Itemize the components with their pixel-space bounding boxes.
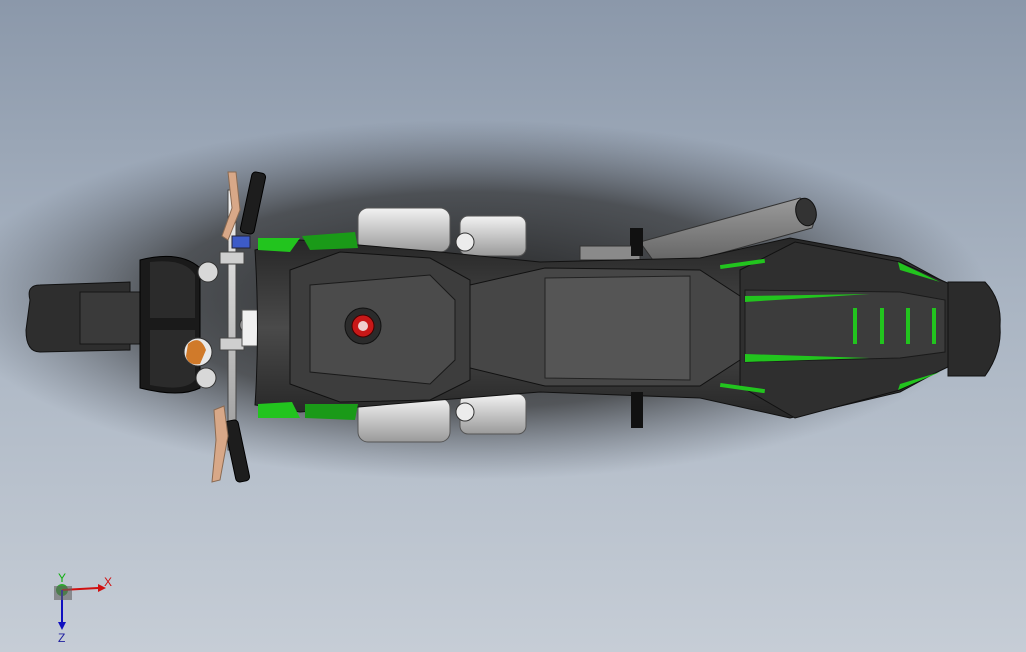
headlight-assembly[interactable] — [139, 255, 219, 394]
front-fairing-green-trim — [258, 232, 358, 420]
x-axis-head — [98, 584, 106, 592]
tail-fairing[interactable] — [739, 241, 953, 419]
clutch-lever[interactable] — [211, 405, 229, 483]
x-axis-label: X — [104, 575, 112, 589]
tail-vents — [719, 258, 936, 394]
front-tire[interactable] — [25, 281, 141, 353]
rear-tire[interactable] — [947, 281, 1001, 377]
footpeg-right[interactable] — [631, 392, 643, 428]
coordinate-triad: X Y Z — [54, 571, 112, 645]
switch-housing — [231, 235, 251, 249]
fuel-cap[interactable] — [344, 307, 382, 345]
z-axis-head — [58, 622, 66, 630]
brake-lever[interactable] — [221, 171, 241, 241]
triad-plane — [54, 586, 72, 600]
right-grip[interactable] — [239, 171, 267, 235]
engine-cover-upper[interactable] — [357, 207, 527, 257]
left-grip[interactable] — [223, 419, 251, 483]
z-axis-label: Z — [58, 631, 65, 645]
seat[interactable] — [469, 267, 741, 387]
engine-cover-lower[interactable] — [357, 393, 527, 443]
y-axis-label: Y — [58, 571, 66, 585]
footpeg-left[interactable] — [631, 228, 643, 256]
